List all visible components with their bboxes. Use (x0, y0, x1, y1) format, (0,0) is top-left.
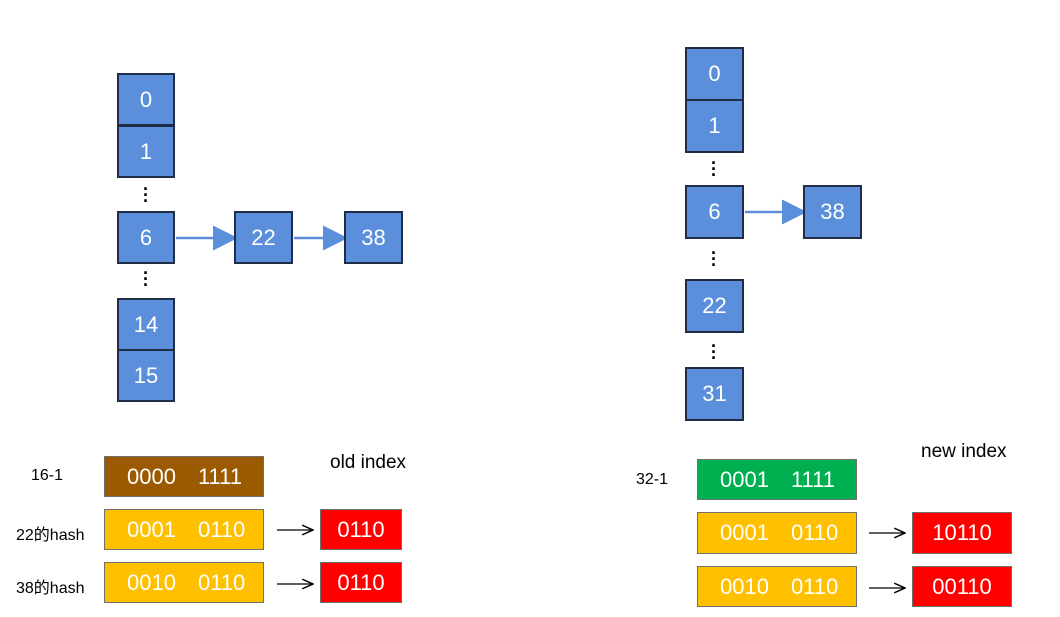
new-hash-22-hi: 0001 (720, 520, 769, 545)
new-hash-22-lo: 0110 (790, 520, 839, 545)
old-mask-lo: 1111 (197, 463, 242, 489)
new-index-22-result: 10110 (912, 512, 1012, 554)
old-bucket-14: 14 (117, 298, 175, 351)
new-hash-38-hi: 0010 (720, 573, 769, 599)
old-bucket-6: 6 (117, 211, 175, 264)
old-bucket-0: 0 (117, 73, 175, 126)
new-mask-hi: 0001 (720, 466, 769, 492)
new-chain-node-38: 38 (803, 185, 862, 239)
new-hash-22-bits: 0001 0110 (697, 512, 857, 554)
new-index-title: new index (921, 441, 1007, 462)
old-index-38-result: 0110 (320, 562, 402, 603)
old-hash-38-bits: 0010 0110 (104, 562, 264, 603)
old-hash-38-label: 38的hash (16, 580, 85, 597)
new-bucket-1: 1 (685, 99, 744, 153)
new-bucket-0: 0 (685, 47, 744, 101)
old-hash-22-lo: 0110 (197, 516, 246, 542)
old-hash-22-bits: 0001 0110 (104, 509, 264, 550)
old-hash-38-lo: 0110 (197, 569, 246, 595)
new-bucket-31: 31 (685, 367, 744, 421)
old-mask-label: 16-1 (31, 467, 64, 484)
old-ellipsis-1: ··· (143, 179, 149, 211)
old-bucket-1: 1 (117, 125, 175, 178)
old-hash-22-hi: 0001 (127, 516, 176, 542)
old-hash-22-label: 22的hash (16, 527, 85, 544)
old-hash-38-hi: 0010 (127, 569, 176, 595)
new-mask-lo: 1111 (790, 466, 835, 492)
new-index-38-result: 00110 (912, 566, 1012, 607)
new-bucket-6: 6 (685, 185, 744, 239)
old-chain-node-38: 38 (344, 211, 403, 264)
old-mask-hi: 0000 (127, 463, 176, 489)
new-ellipsis-2: ··· (711, 243, 717, 275)
old-chain-node-22: 22 (234, 211, 293, 264)
new-mask-bits: 0001 1111 (697, 459, 857, 500)
old-ellipsis-2: ··· (143, 263, 149, 295)
new-ellipsis-3: ··· (711, 336, 717, 368)
new-ellipsis-1: ··· (711, 153, 717, 185)
old-index-22-result: 0110 (320, 509, 402, 550)
new-bucket-22: 22 (685, 279, 744, 333)
old-index-title: old index (330, 452, 407, 473)
old-bucket-15: 15 (117, 349, 175, 402)
new-hash-38-lo: 0110 (790, 573, 839, 599)
old-mask-bits: 0000 1111 (104, 456, 264, 497)
new-mask-label: 32-1 (636, 471, 669, 488)
new-hash-38-bits: 0010 0110 (697, 566, 857, 607)
